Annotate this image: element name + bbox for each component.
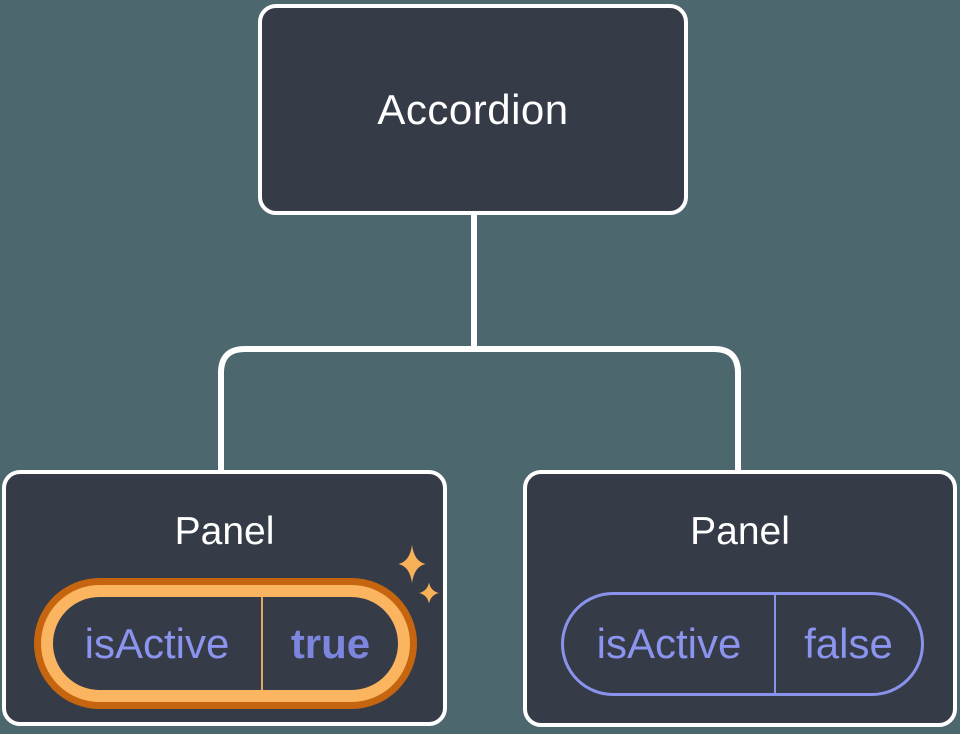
state-key-label: isActive xyxy=(596,620,742,667)
connector-group xyxy=(218,210,741,472)
panel-node-inactive: Panel isActive false xyxy=(523,470,957,727)
state-key-label: isActive xyxy=(84,619,230,667)
state-value-label: false xyxy=(774,595,921,693)
sparkle-large xyxy=(398,545,426,583)
sparkles-icon xyxy=(398,545,439,604)
state-value-label: true xyxy=(261,597,398,690)
accordion-node: Accordion xyxy=(258,4,688,215)
sparkle-small xyxy=(419,582,439,604)
connector-branch xyxy=(218,346,741,472)
panel-title: Panel xyxy=(174,510,275,553)
panel-node-active: Panel isActive true xyxy=(2,470,447,726)
state-pill-inactive: isActive false xyxy=(561,592,924,696)
accordion-label: Accordion xyxy=(377,85,569,133)
state-pill-active: isActive true xyxy=(41,585,410,702)
panel-title: Panel xyxy=(690,510,790,553)
